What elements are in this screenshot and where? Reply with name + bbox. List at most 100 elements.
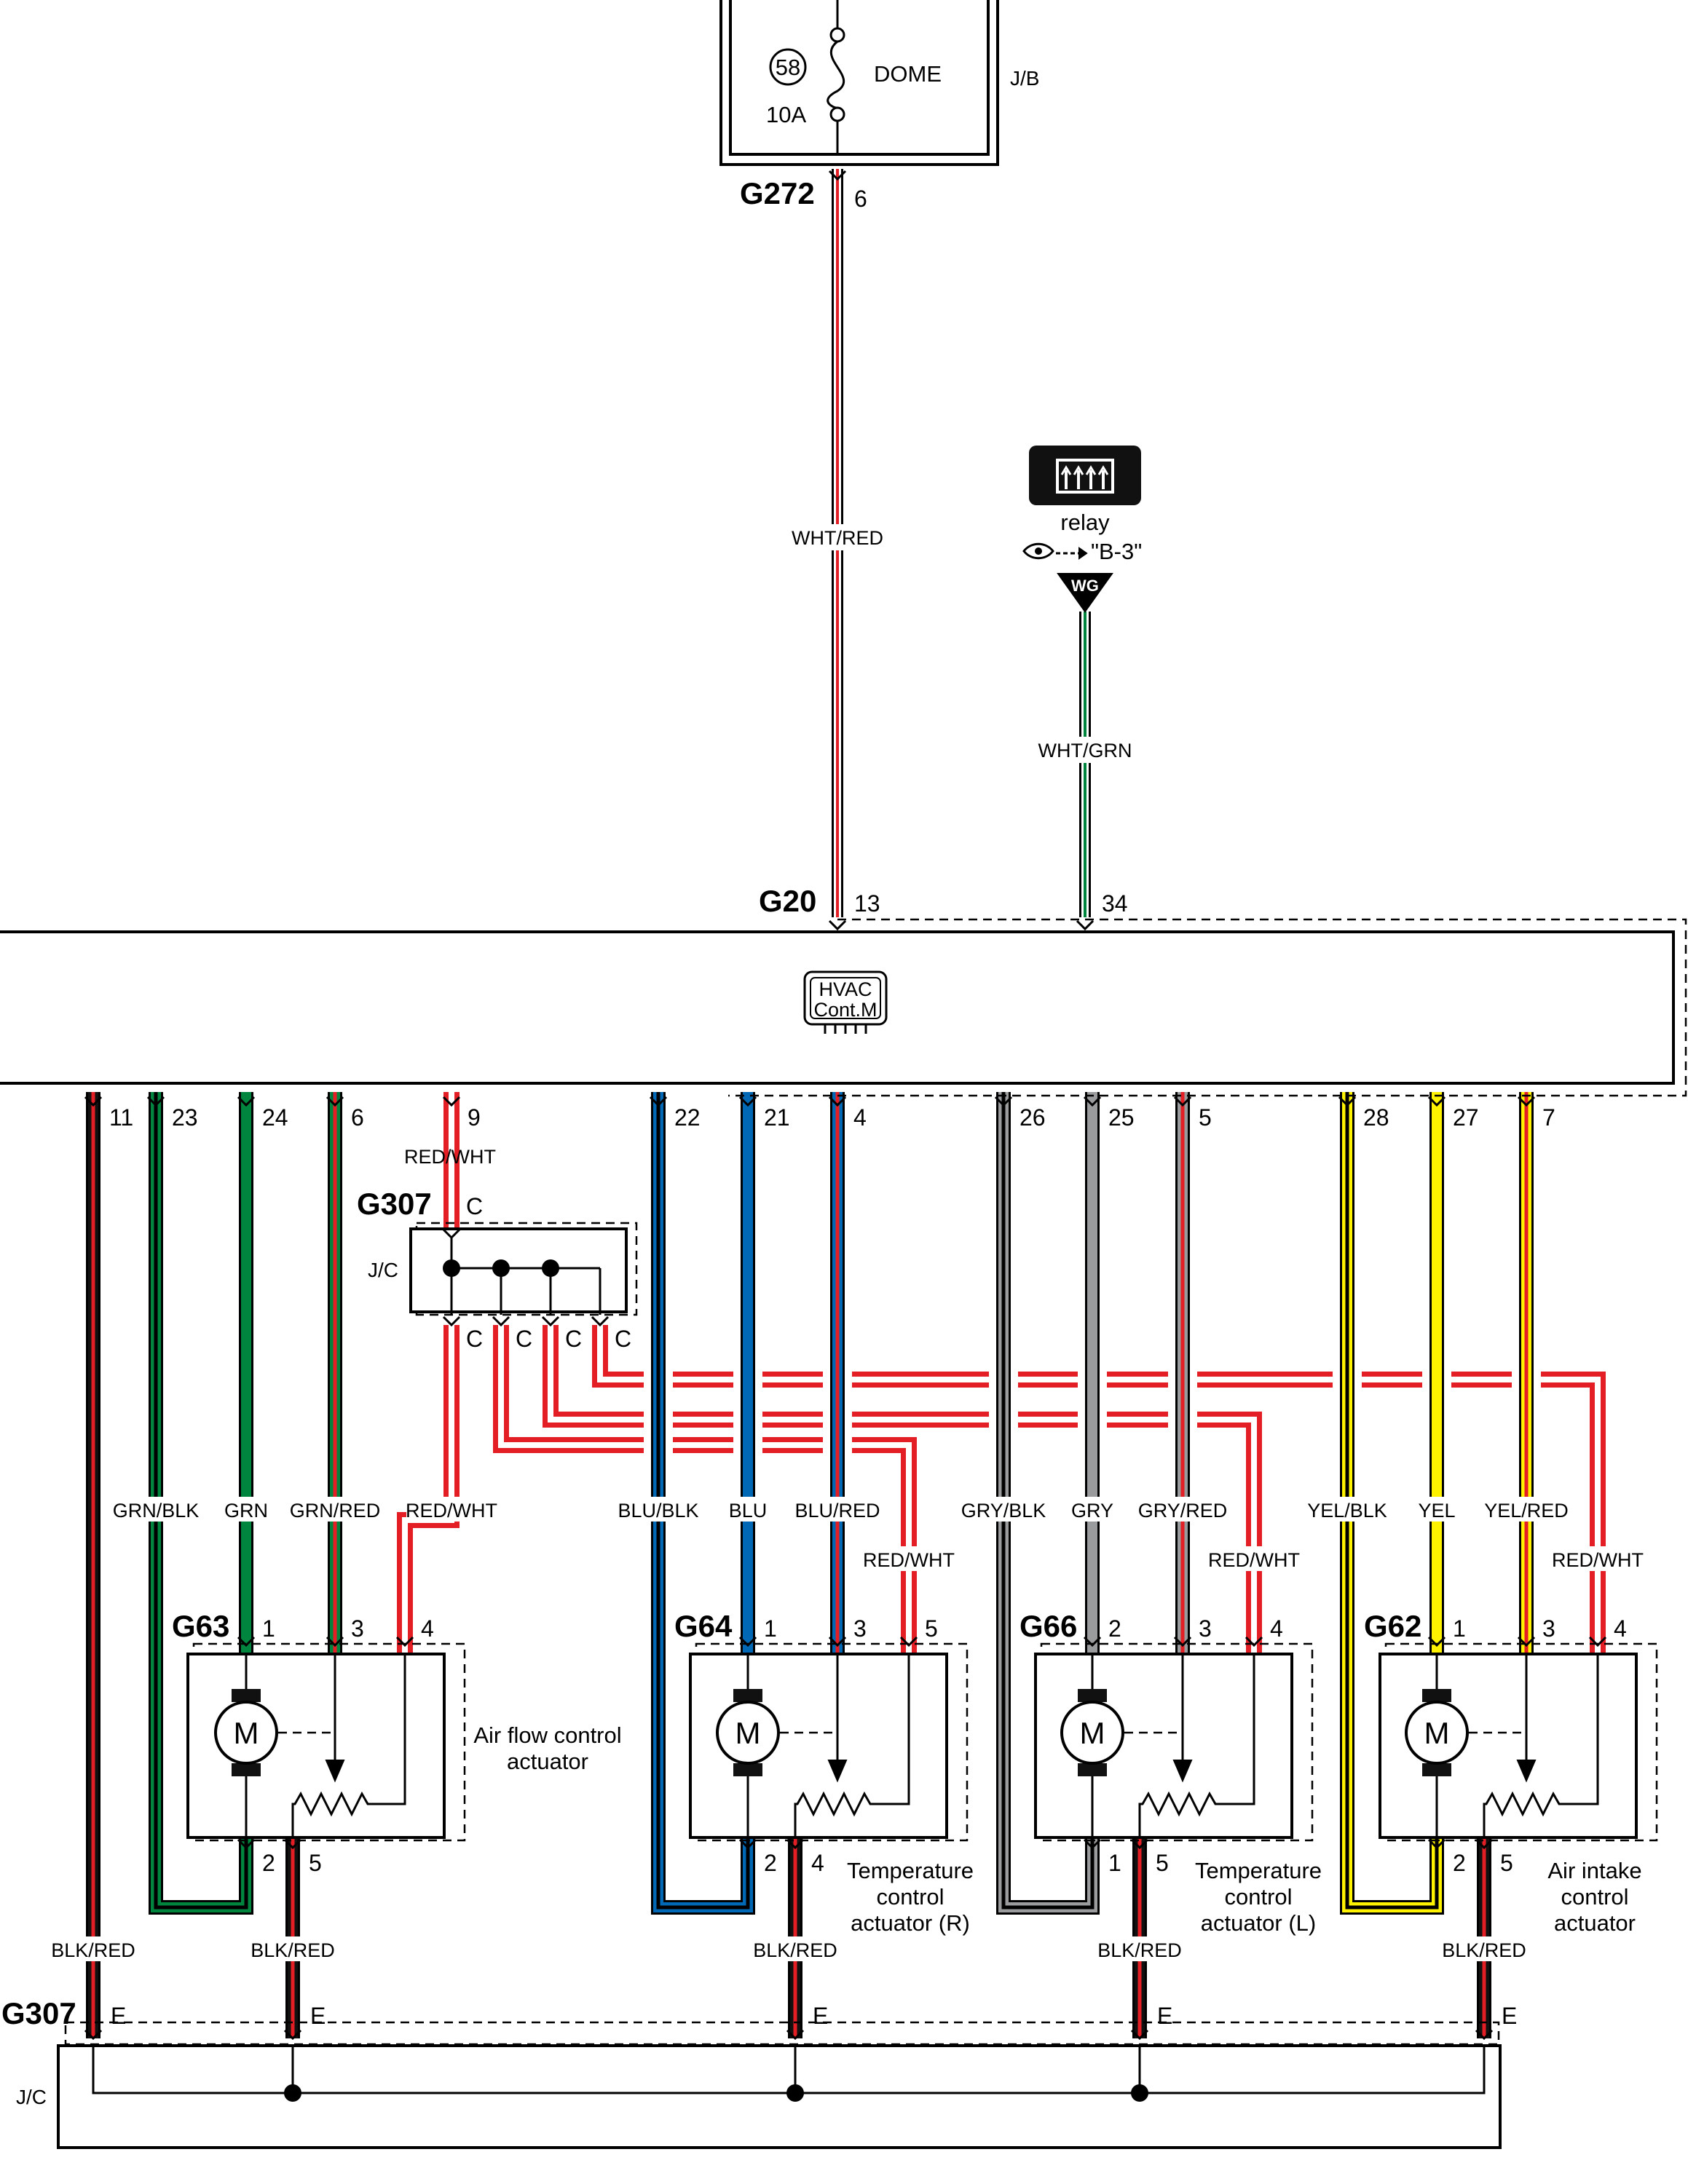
g20-pin: 13 [854, 890, 880, 917]
red-wht-out-0 [397, 1325, 460, 1654]
wire-color-label: GRY [1071, 1500, 1113, 1522]
wire-color-label: BLU [729, 1500, 768, 1522]
actuator-top-chevron [1245, 1636, 1263, 1647]
potentiometer-icon [1483, 1654, 1599, 1837]
g307-c-pin: C [466, 1193, 483, 1219]
hvac-pin-chevron [237, 1096, 256, 1107]
actuator-pin: 2 [1453, 1850, 1466, 1876]
hvac-pin-chevron [326, 1096, 344, 1107]
red-wht-upper-label: RED/WHT [404, 1146, 496, 1168]
potentiometer-icon [291, 1654, 406, 1837]
supply-wire-label: WHT/RED [792, 527, 883, 549]
label-bg [750, 1936, 840, 1961]
actuator-top-chevron [1517, 1636, 1536, 1647]
defroster-arrow-head [1060, 465, 1072, 475]
hvac-pin-28: 28 [1363, 1104, 1389, 1131]
label-bg [1137, 1497, 1228, 1522]
junction-node [786, 2084, 804, 2102]
junction-c-dashed [415, 1222, 638, 1316]
actuator-top-chevron [899, 1636, 918, 1647]
motor-brush [232, 1689, 261, 1702]
junction-block-label: J/B [1010, 67, 1039, 90]
motor-brush [1078, 1763, 1107, 1776]
fuse-name: DOME [874, 61, 942, 87]
hvac-pin-chevron [738, 1096, 757, 1107]
junction-node [284, 2084, 301, 2102]
defroster-frame [1056, 459, 1114, 494]
actuator-pin: 3 [351, 1615, 364, 1642]
actuator-top-chevron [1083, 1636, 1102, 1647]
hvac-pin-6: 6 [351, 1104, 364, 1131]
g272-chevron [828, 170, 847, 181]
hvac-dashed-outline [728, 918, 1687, 1097]
red-wht-label: RED/WHT [863, 1549, 955, 1571]
hvac-pin-23: 23 [172, 1104, 198, 1131]
wire-color-label: RED/WHT [406, 1500, 497, 1522]
label-bg [864, 1546, 954, 1571]
g307-e-pin: E [1157, 2003, 1172, 2029]
junction-block-inner [729, 0, 990, 156]
actuator-pin: 1 [764, 1615, 777, 1642]
g20-chevron-34 [1076, 919, 1095, 931]
label-bg [1036, 737, 1135, 763]
actuator-top-chevron [326, 1636, 344, 1647]
actuator-caption: actuator [507, 1749, 588, 1774]
actuator-caption: actuator (L) [1201, 1910, 1317, 1936]
actuator-pin: 3 [853, 1615, 867, 1642]
actuator-pin: 5 [925, 1615, 938, 1642]
pot-wiper-arrow [1172, 1760, 1193, 1783]
ground-wire-label: BLK/RED [753, 1939, 837, 1961]
wire-color-label: YEL/BLK [1307, 1500, 1387, 1522]
wire-color-label: YEL/RED [1484, 1500, 1569, 1522]
hvac-pin-11: 11 [109, 1104, 133, 1131]
hvac-pin-26: 26 [1019, 1104, 1046, 1131]
hvac-pin-chevron [146, 1096, 165, 1107]
actuator-pin: 4 [811, 1850, 824, 1876]
hvac-pin-chevron [994, 1096, 1013, 1107]
junction-block-outer [719, 0, 999, 166]
label-bg [790, 524, 885, 550]
actuator-caption: control [1224, 1884, 1292, 1910]
relay-name: relay [1060, 510, 1110, 535]
motor-label: M [1080, 1716, 1105, 1750]
g307-c-output-pin: C [615, 1326, 631, 1352]
label-bg [703, 1497, 793, 1522]
actuator-bottom-chevron [1475, 1838, 1494, 1850]
hvac-pin-chevron [1173, 1096, 1192, 1107]
actuator-pin: 4 [1270, 1615, 1283, 1642]
hvac-pin-chevron [649, 1096, 668, 1107]
hvac-pin-chevron [84, 1096, 103, 1107]
label-bg [958, 1497, 1049, 1522]
label-bg [1439, 1936, 1529, 1961]
hvac-pin-chevron [442, 1096, 461, 1107]
actuator-caption: actuator [1554, 1910, 1636, 1936]
g20-chevron-13 [828, 919, 847, 931]
ground-wire-label: BLK/RED [1442, 1939, 1526, 1961]
defroster-arrow-head [1073, 465, 1084, 475]
g307-c-output-pin: C [516, 1326, 532, 1352]
motor-brush [232, 1763, 261, 1776]
relay-reference: "B-3" [1091, 539, 1142, 564]
wire-color-label: GRN/BLK [113, 1500, 200, 1522]
motor-label: M [735, 1716, 761, 1750]
actuator-pin: 3 [1542, 1615, 1555, 1642]
defroster-arrow-head [1097, 465, 1109, 475]
hvac-module-name-2: Cont.M [813, 999, 877, 1021]
label-bg [406, 1497, 497, 1522]
motor-brush [1422, 1763, 1451, 1776]
red-wht-out-2-stripe [548, 1325, 1257, 1654]
pot-wiper-arrow [1516, 1760, 1537, 1783]
motor-brush [1422, 1689, 1451, 1702]
junction-e-dashed [64, 2021, 1500, 2046]
ground-wire-label: BLK/RED [51, 1939, 135, 1961]
g307-e-pin: E [111, 2003, 126, 2029]
hvac-pin-chevron [1427, 1096, 1446, 1107]
actuator-bottom-chevron [1427, 1838, 1446, 1850]
actuator-bottom-chevron [786, 1838, 805, 1850]
connector-g63: G63 [172, 1609, 229, 1643]
actuator-bottom-chevron [237, 1838, 256, 1850]
ground-wire-label: BLK/RED [251, 1939, 335, 1961]
actuator-pin: 4 [1614, 1615, 1627, 1642]
